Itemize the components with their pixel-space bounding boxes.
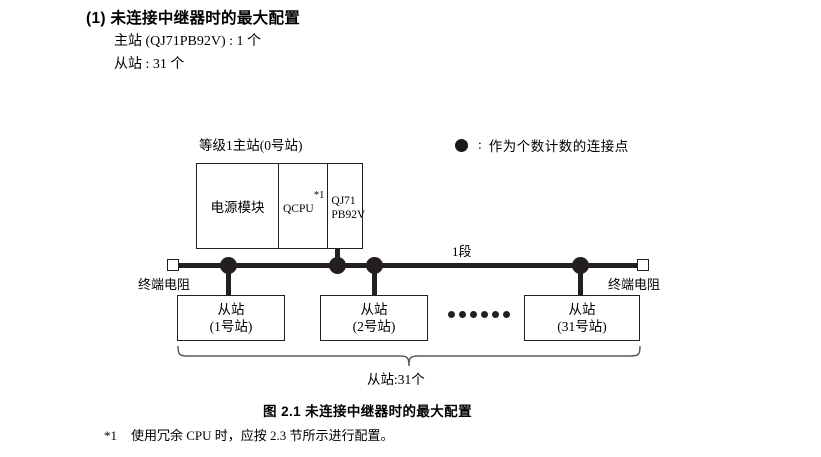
ellipsis-dot <box>481 311 488 318</box>
qj71pb92v-label-line2: PB92V <box>331 209 366 221</box>
slave-station-box: 从站 (1号站) <box>177 295 285 341</box>
power-supply-module-label: 电源模块 <box>210 200 265 215</box>
bus-trunk-line <box>179 263 639 268</box>
slave-count-line: 从站 : 31 个 <box>114 57 185 72</box>
qcpu-module-cell: QCPU *1 <box>279 164 329 248</box>
slave-station-number: (1号站) <box>209 319 253 334</box>
qcpu-label: QCPU <box>283 203 314 215</box>
slave31-drop-line <box>578 265 583 296</box>
footnote-mark: *1 <box>104 428 117 443</box>
legend-label: 作为个数计数的连接点 <box>488 139 629 154</box>
slave-station-name: 从站 <box>568 302 596 317</box>
figure-caption: 图 2.1 未连接中继器时的最大配置 <box>263 404 472 419</box>
ellipsis-dot <box>503 311 510 318</box>
master-station-label: 等级1主站(0号站) <box>199 138 303 153</box>
slave2-drop-line <box>372 265 377 296</box>
slave-station-box: 从站 (2号站) <box>320 295 428 341</box>
slave-group-brace <box>170 345 650 372</box>
master-count-line: 主站 (QJ71PB92V) : 1 个 <box>114 34 262 49</box>
slave-station-box: 从站 (31号站) <box>524 295 640 341</box>
slave-station-name: 从站 <box>217 302 245 317</box>
legend-colon: : <box>478 137 482 152</box>
brace-icon <box>177 345 641 367</box>
slave-station-name: 从站 <box>360 302 388 317</box>
connection-node-master <box>329 257 346 274</box>
qj71pb92v-label: QJ71 PB92V <box>331 194 365 222</box>
ellipsis-indicator <box>448 311 510 318</box>
master-station-module: 电源模块 QCPU *1 QJ71 PB92V <box>196 163 365 249</box>
ellipsis-dot <box>470 311 477 318</box>
ellipsis-dot <box>492 311 499 318</box>
terminator-left-label: 终端电阻 <box>138 277 191 292</box>
ellipsis-dot <box>459 311 466 318</box>
footnote: *1 使用冗余 CPU 时，应按 2.3 节所示进行配置。 <box>104 425 394 444</box>
slave-station-number: (2号站) <box>352 319 396 334</box>
ellipsis-dot <box>448 311 455 318</box>
connection-point-dot-icon <box>455 138 468 152</box>
slave-total-label: 从站:31个 <box>367 372 425 387</box>
terminator-right-label: 终端电阻 <box>608 277 661 292</box>
terminator-right-icon <box>637 259 649 271</box>
legend: : 作为个数计数的连接点 <box>455 135 629 155</box>
heading-block: (1) 未连接中继器时的最大配置 主站 (QJ71PB92V) : 1 个 从站… <box>86 8 686 76</box>
qcpu-footnote-mark: *1 <box>313 190 325 201</box>
segment-label: 1段 <box>452 244 472 259</box>
slave-station-number: (31号站) <box>557 319 607 334</box>
slave1-drop-line <box>226 265 231 296</box>
power-supply-module-cell: 电源模块 <box>197 164 279 248</box>
qj71pb92v-module-cell: QJ71 PB92V <box>328 164 365 248</box>
footnote-text: 使用冗余 CPU 时，应按 2.3 节所示进行配置。 <box>131 428 394 443</box>
terminator-left-icon <box>167 259 179 271</box>
qj71pb92v-label-line1: QJ71 <box>331 195 356 207</box>
page-title: (1) 未连接中继器时的最大配置 <box>86 10 301 27</box>
